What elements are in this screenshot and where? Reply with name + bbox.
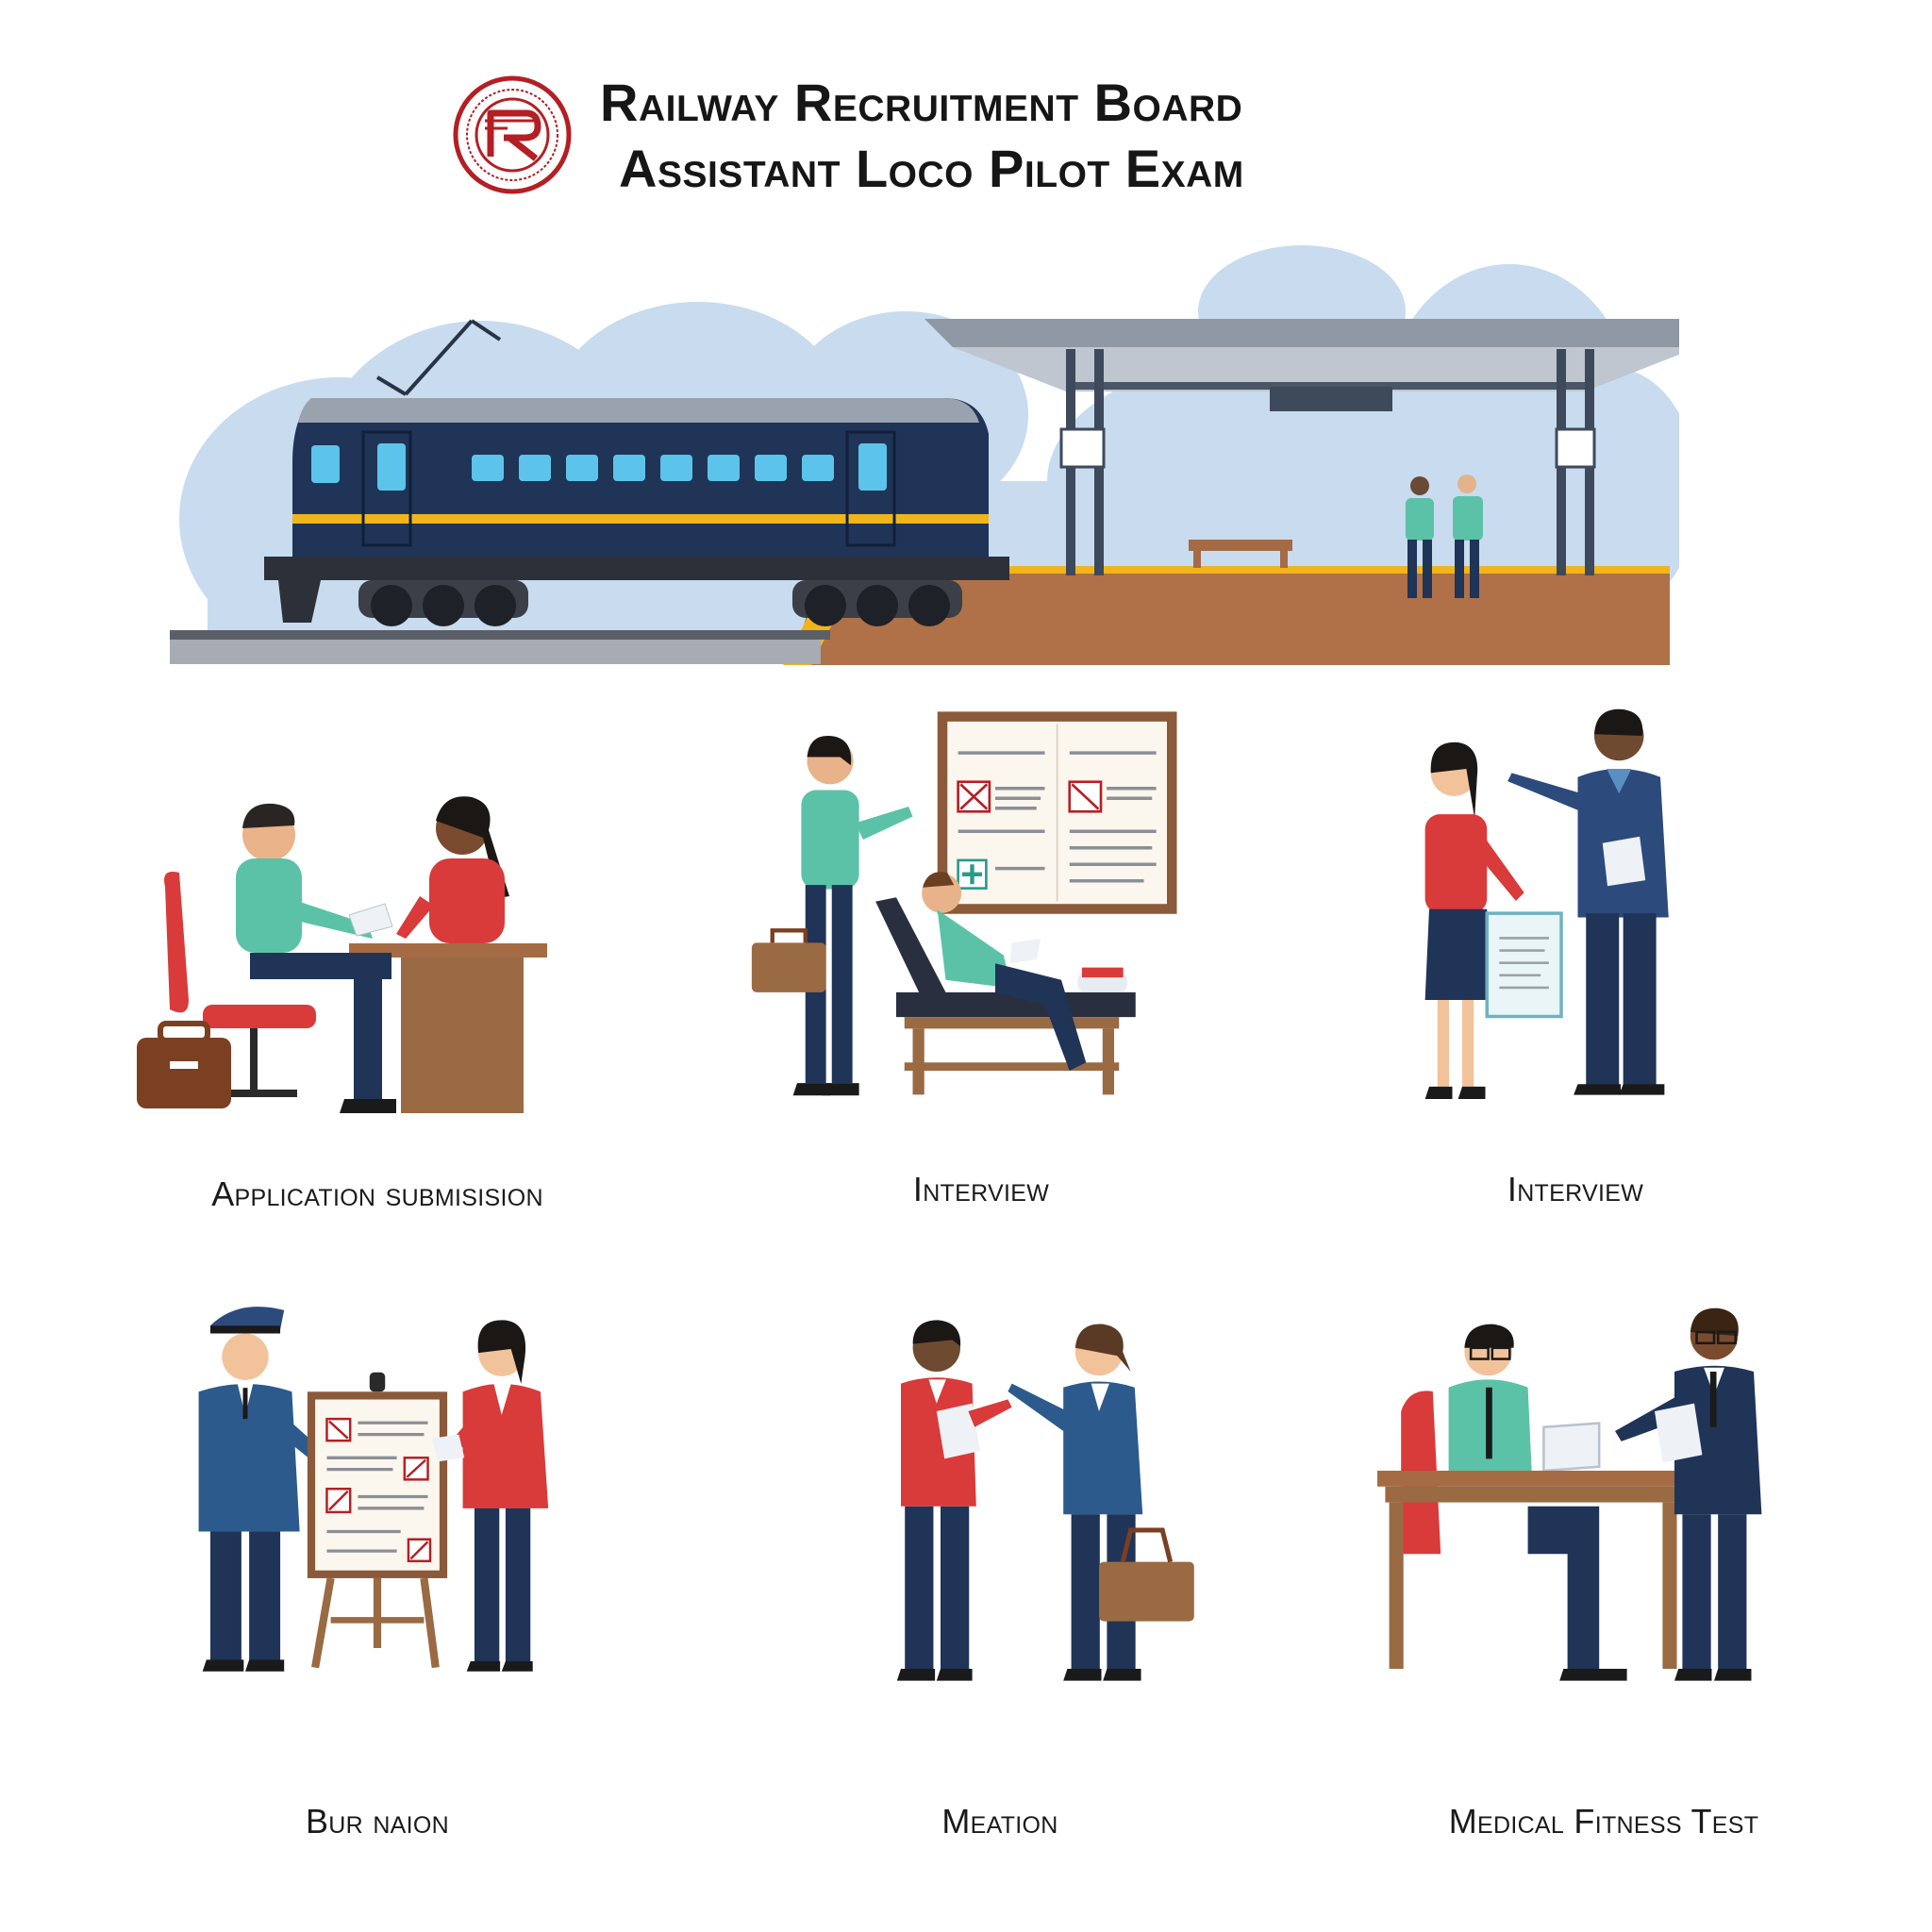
header: Railway Recruitment Board Assistant Loco… (0, 57, 1932, 198)
desk-laptop-test-icon (1377, 1307, 1762, 1681)
caption-panel-5: Meation (941, 1802, 1058, 1840)
title-line-2: Assistant Loco Pilot Exam (619, 139, 1244, 198)
desk-application-icon (137, 796, 547, 1113)
chart-reclining-interview-icon (751, 711, 1177, 1096)
platform-staff-icon (1406, 475, 1483, 598)
handover-document-icon (1424, 708, 1669, 1099)
platform-canopy-icon (924, 319, 1679, 575)
caption-panel-6: Medical Fitness Test (1448, 1802, 1759, 1840)
bench-icon (1189, 540, 1292, 568)
title-line-1: Railway Recruitment Board (600, 73, 1243, 132)
panel-4 (198, 1307, 549, 1672)
caption-panel-4: Bur naion (306, 1802, 449, 1840)
page-title: Railway Recruitment Board Assistant Loco… (600, 70, 1244, 202)
train-icon (264, 319, 1009, 626)
caption-panel-1: Application submisision (211, 1174, 543, 1213)
caption-panel-2: Interview (912, 1170, 1050, 1208)
panel-medical-fitness-test (1377, 1307, 1762, 1681)
panel-interview-2 (1424, 708, 1669, 1099)
caption-panel-3: Interview (1507, 1170, 1644, 1208)
two-women-discussion-icon (896, 1320, 1194, 1681)
easel-officer-icon (198, 1307, 549, 1672)
railway-seal-icon (453, 75, 572, 194)
panel-5 (896, 1320, 1194, 1681)
panel-application-submission (137, 796, 547, 1113)
panel-interview-1 (751, 711, 1177, 1096)
train-station-illustration (170, 245, 1679, 665)
